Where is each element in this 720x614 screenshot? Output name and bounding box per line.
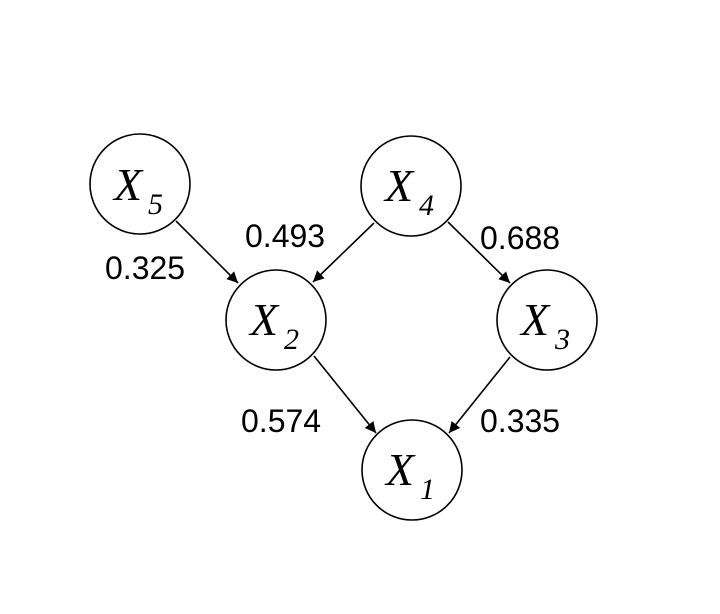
edge-weight-x4-x3: 0.688 [480,220,560,256]
node-x4: X 4 [360,135,462,237]
node-x4-subscript: 4 [419,189,434,222]
node-x1-subscript: 1 [420,473,435,506]
node-x3-circle [496,269,598,371]
node-x5-subscript: 5 [148,188,163,221]
node-x3-var: X [519,294,551,345]
node-x1: X 1 [361,419,463,521]
node-x1-circle [361,419,463,521]
node-x2-var: X [248,294,280,345]
edge-weight-x3-x1: 0.335 [480,403,560,439]
edge-x4-x2 [312,222,375,283]
edge-x3-x1 [448,356,511,434]
node-x2: X 2 [225,269,327,371]
node-x5-circle [89,133,191,235]
node-x2-circle [225,269,327,371]
edge-x4-x3 [447,221,511,284]
edge-weight-x5-x2: 0.325 [105,250,185,286]
node-x4-circle [360,135,462,237]
edge-x5-x2 [175,220,239,284]
node-x5-var: X [112,159,144,210]
edge-weight-x4-x2: 0.493 [245,218,325,254]
node-x4-var: X [383,160,415,211]
edge-x2-x1 [313,355,377,434]
node-x5: X 5 [89,133,191,235]
node-x2-subscript: 2 [284,323,299,356]
node-x1-var: X [384,444,416,495]
node-x3-subscript: 3 [554,323,570,356]
node-x3: X 3 [496,269,598,371]
edge-weight-x2-x1: 0.574 [241,403,321,439]
